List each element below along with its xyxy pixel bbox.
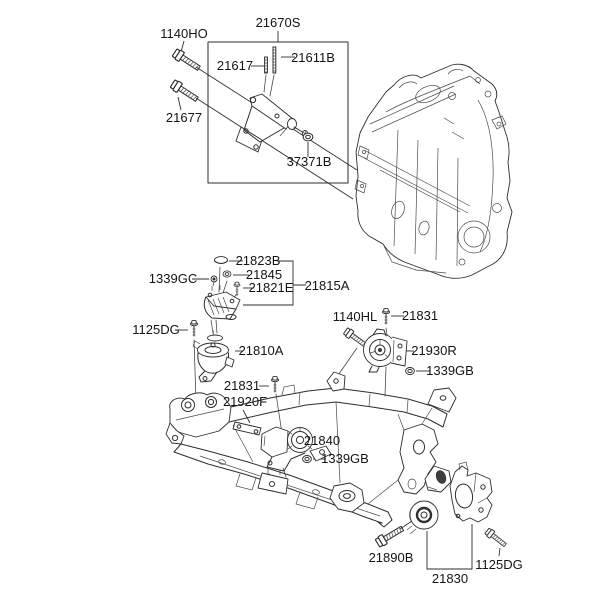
part-label-21890b: 21890B xyxy=(369,550,414,565)
part-label-1339gb-bottom: 1339GB xyxy=(321,451,369,466)
nut-37371b-icon xyxy=(302,132,314,142)
subframe-drawing xyxy=(165,371,457,528)
part-label-1339gc: 1339GC xyxy=(149,271,197,286)
part-label-37371b: 37371B xyxy=(287,154,332,169)
ball-1339gc-icon xyxy=(210,275,218,287)
part-label-1140hl: 1140HL xyxy=(333,309,378,324)
bolt-21831-left-icon xyxy=(270,376,280,393)
part-label-21845: 21845 xyxy=(246,267,282,282)
part-label-21611b: 21611B xyxy=(291,50,335,65)
part-label-21830: 21830 xyxy=(432,571,468,586)
part-label-21821e: 21821E xyxy=(249,280,294,295)
bolt-21890b-icon xyxy=(374,523,406,549)
front-roll-stopper-21840 xyxy=(260,426,332,472)
stud-21617-icon xyxy=(264,56,268,74)
part-label-21823b: 21823B xyxy=(236,253,281,268)
stud-21611b-icon xyxy=(272,46,277,74)
cap-21823b-icon xyxy=(214,256,228,264)
bolt-21821e-icon xyxy=(233,281,241,296)
engine-mount-support-bracket xyxy=(235,93,309,153)
nut-21845-icon xyxy=(222,270,232,278)
part-label-21831-right: 21831 xyxy=(402,308,438,323)
bolt-21831-right-icon xyxy=(381,308,391,325)
engine-drawing xyxy=(354,63,513,279)
part-label-21677: 21677 xyxy=(166,110,202,125)
part-label-21920f: 21920F xyxy=(223,394,267,409)
part-label-21815a: 21815A xyxy=(305,278,350,293)
bolt-1140ho-icon xyxy=(171,47,203,74)
part-label-21930r: 21930R xyxy=(411,343,457,358)
bolt-21677-icon xyxy=(169,78,201,105)
assembly-box-21670s xyxy=(207,41,349,184)
transaxle-mount-insulator-21930r xyxy=(363,328,408,373)
stay-bar-21920f-icon xyxy=(232,421,262,436)
part-label-21810a: 21810A xyxy=(239,343,284,358)
part-label-21670s: 21670S xyxy=(256,15,301,30)
mounting-bracket-21815a xyxy=(203,285,241,320)
rear-roll-stopper-21830 xyxy=(406,461,493,535)
part-label-1125dg-right: 1125DG xyxy=(475,557,522,572)
part-label-21617: 21617 xyxy=(217,58,253,73)
part-labels: 1140HO 21670S 21617 21611B 21677 37371B … xyxy=(132,15,522,586)
part-label-21831-left: 21831 xyxy=(224,378,260,393)
part-label-1125dg-left: 1125DG xyxy=(132,322,179,337)
nut-1339gb-right-icon xyxy=(405,367,415,375)
bolt-1125dg-right-icon xyxy=(483,527,509,549)
bolt-1125dg-left-icon xyxy=(189,320,199,337)
part-label-1140ho: 1140HO xyxy=(160,26,207,41)
engine-mount-insulator-21810a xyxy=(192,329,235,383)
part-label-1339gb-right: 1339GB xyxy=(426,363,474,378)
part-label-21840: 21840 xyxy=(304,433,340,448)
nut-1339gb-bottom-icon xyxy=(302,455,312,463)
